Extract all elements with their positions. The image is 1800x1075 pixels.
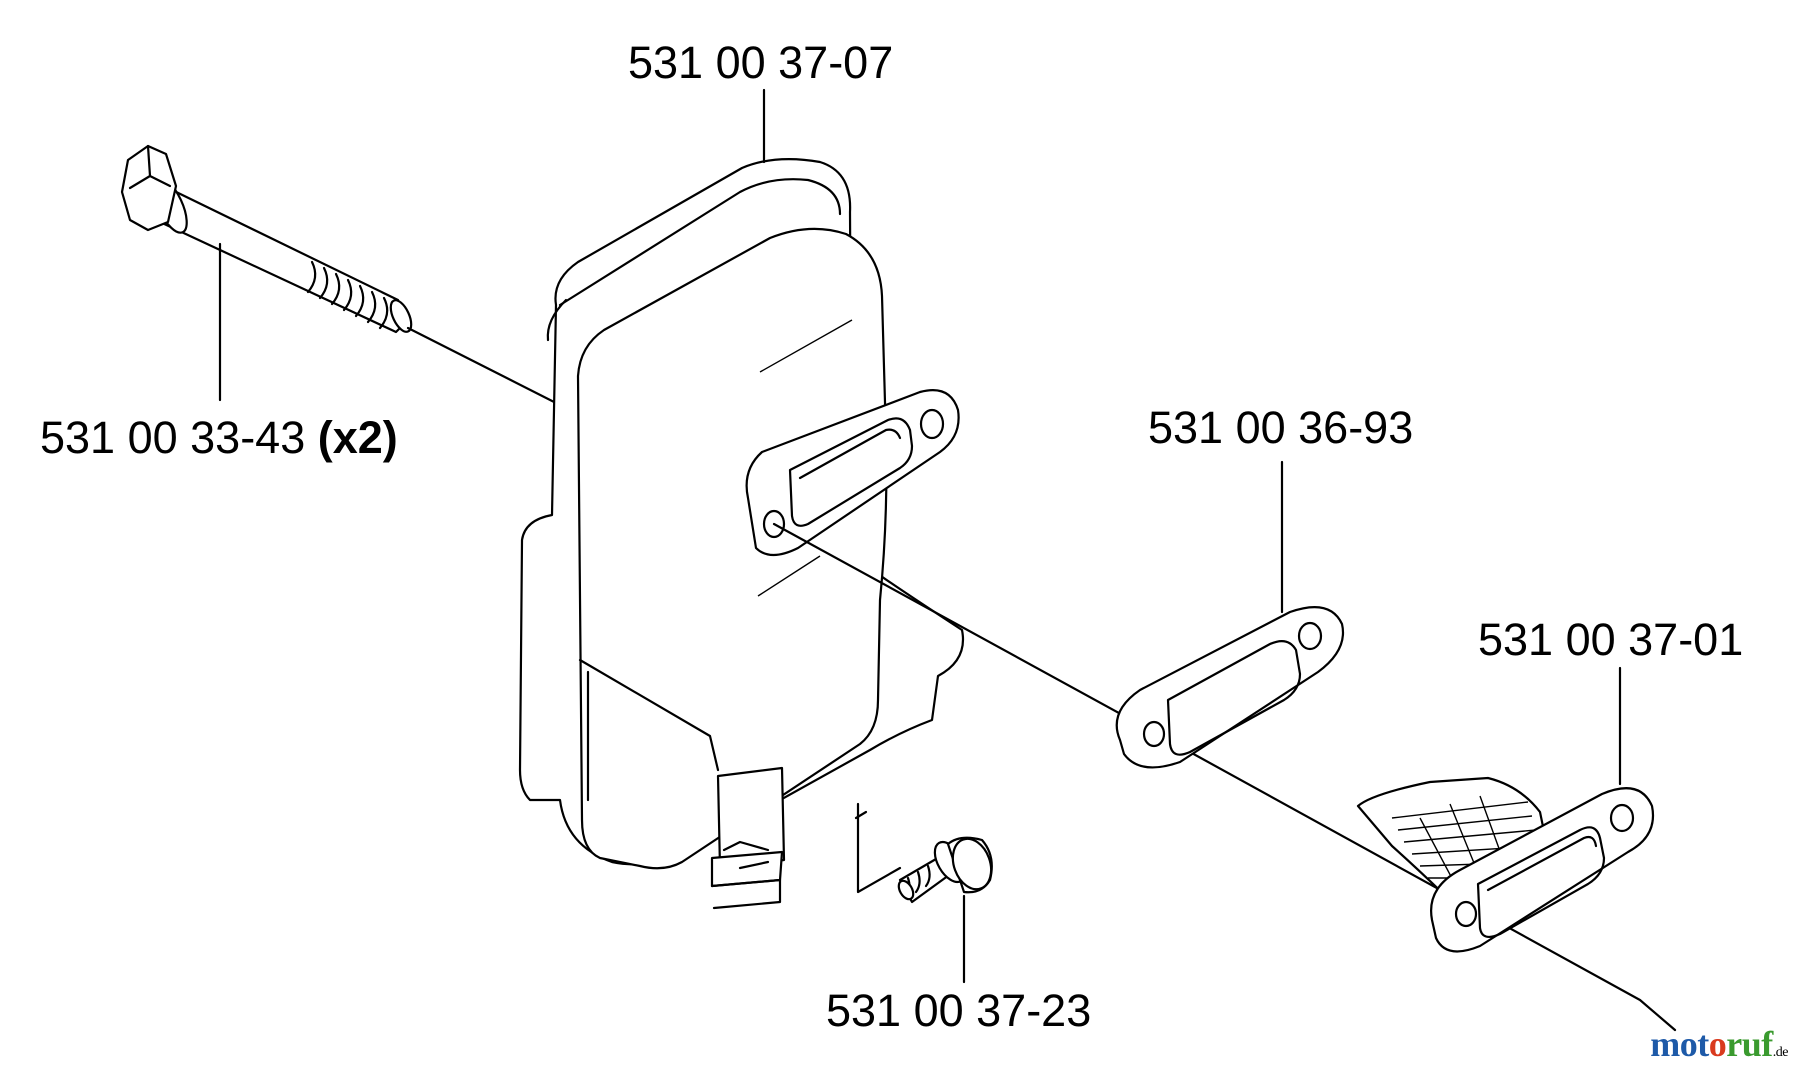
watermark-letter: m bbox=[1650, 1024, 1680, 1064]
watermark-letter: o bbox=[1679, 1024, 1698, 1064]
bolt-axis-line bbox=[406, 326, 562, 407]
muffler-body bbox=[518, 158, 965, 910]
part-number-muffler: 531 00 37-07 bbox=[628, 37, 894, 88]
part-number-bolt: 531 00 33-43 (x2) bbox=[40, 415, 398, 460]
watermark-letter: f bbox=[1761, 1024, 1773, 1064]
part-number-screw: 531 00 37-23 bbox=[826, 985, 1092, 1036]
small-screw bbox=[854, 810, 993, 904]
long-bolt bbox=[120, 144, 413, 334]
deflector bbox=[1356, 776, 1655, 953]
watermark-letter: r bbox=[1726, 1024, 1742, 1064]
watermark-letter: o bbox=[1708, 1024, 1727, 1064]
part-number-gasket: 531 00 36-93 bbox=[1148, 402, 1414, 453]
bolt-part-number: 531 00 33-43 bbox=[40, 412, 306, 463]
watermark-brand: motoruf bbox=[1650, 1024, 1773, 1064]
screw-axis-line bbox=[856, 802, 902, 894]
exhaust-axis-line bbox=[772, 522, 1677, 1032]
part-number-deflector: 531 00 37-01 bbox=[1478, 614, 1744, 665]
watermark-tld: .de bbox=[1772, 1045, 1789, 1060]
gasket bbox=[1115, 606, 1345, 769]
watermark-letter: u bbox=[1741, 1024, 1762, 1064]
watermark-logo: motoruf.de bbox=[1650, 1023, 1788, 1065]
bolt-quantity: (x2) bbox=[317, 412, 398, 463]
watermark-letter: t bbox=[1697, 1024, 1709, 1064]
